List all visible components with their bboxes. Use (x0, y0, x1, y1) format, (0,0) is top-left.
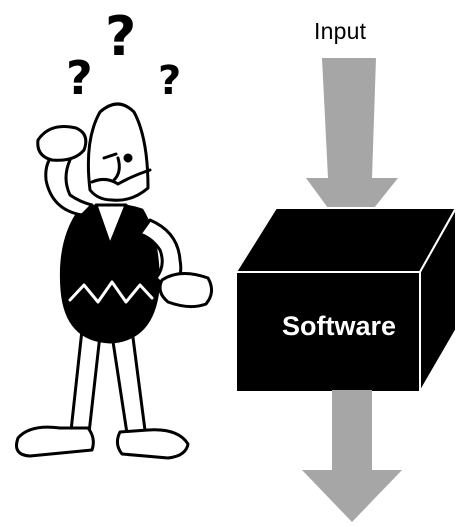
software-box-top (234, 207, 458, 273)
hip-hand (158, 272, 213, 309)
vest-zigzag (68, 280, 154, 304)
head-hand (36, 125, 88, 162)
question-mark-left: ? (66, 51, 93, 105)
question-mark-right: ? (158, 58, 181, 104)
shirt-collar (94, 203, 128, 247)
input-arrow (306, 58, 398, 238)
confused-man-illustration: ? ? ? (15, 5, 213, 460)
nose (112, 156, 121, 182)
left-eye (102, 152, 118, 160)
vest (59, 203, 160, 344)
software-box-front (235, 271, 421, 393)
right-shoe (115, 428, 190, 460)
man-figure (15, 102, 213, 460)
hip-arm (138, 218, 183, 292)
moustache (90, 168, 152, 186)
face (90, 152, 152, 186)
output-arrow (302, 390, 402, 522)
right-eye (123, 153, 133, 163)
left-shoe (15, 425, 95, 458)
input-label: Input (314, 18, 367, 44)
question-mark-large: ? (105, 5, 136, 68)
software-label: Software (281, 311, 397, 341)
